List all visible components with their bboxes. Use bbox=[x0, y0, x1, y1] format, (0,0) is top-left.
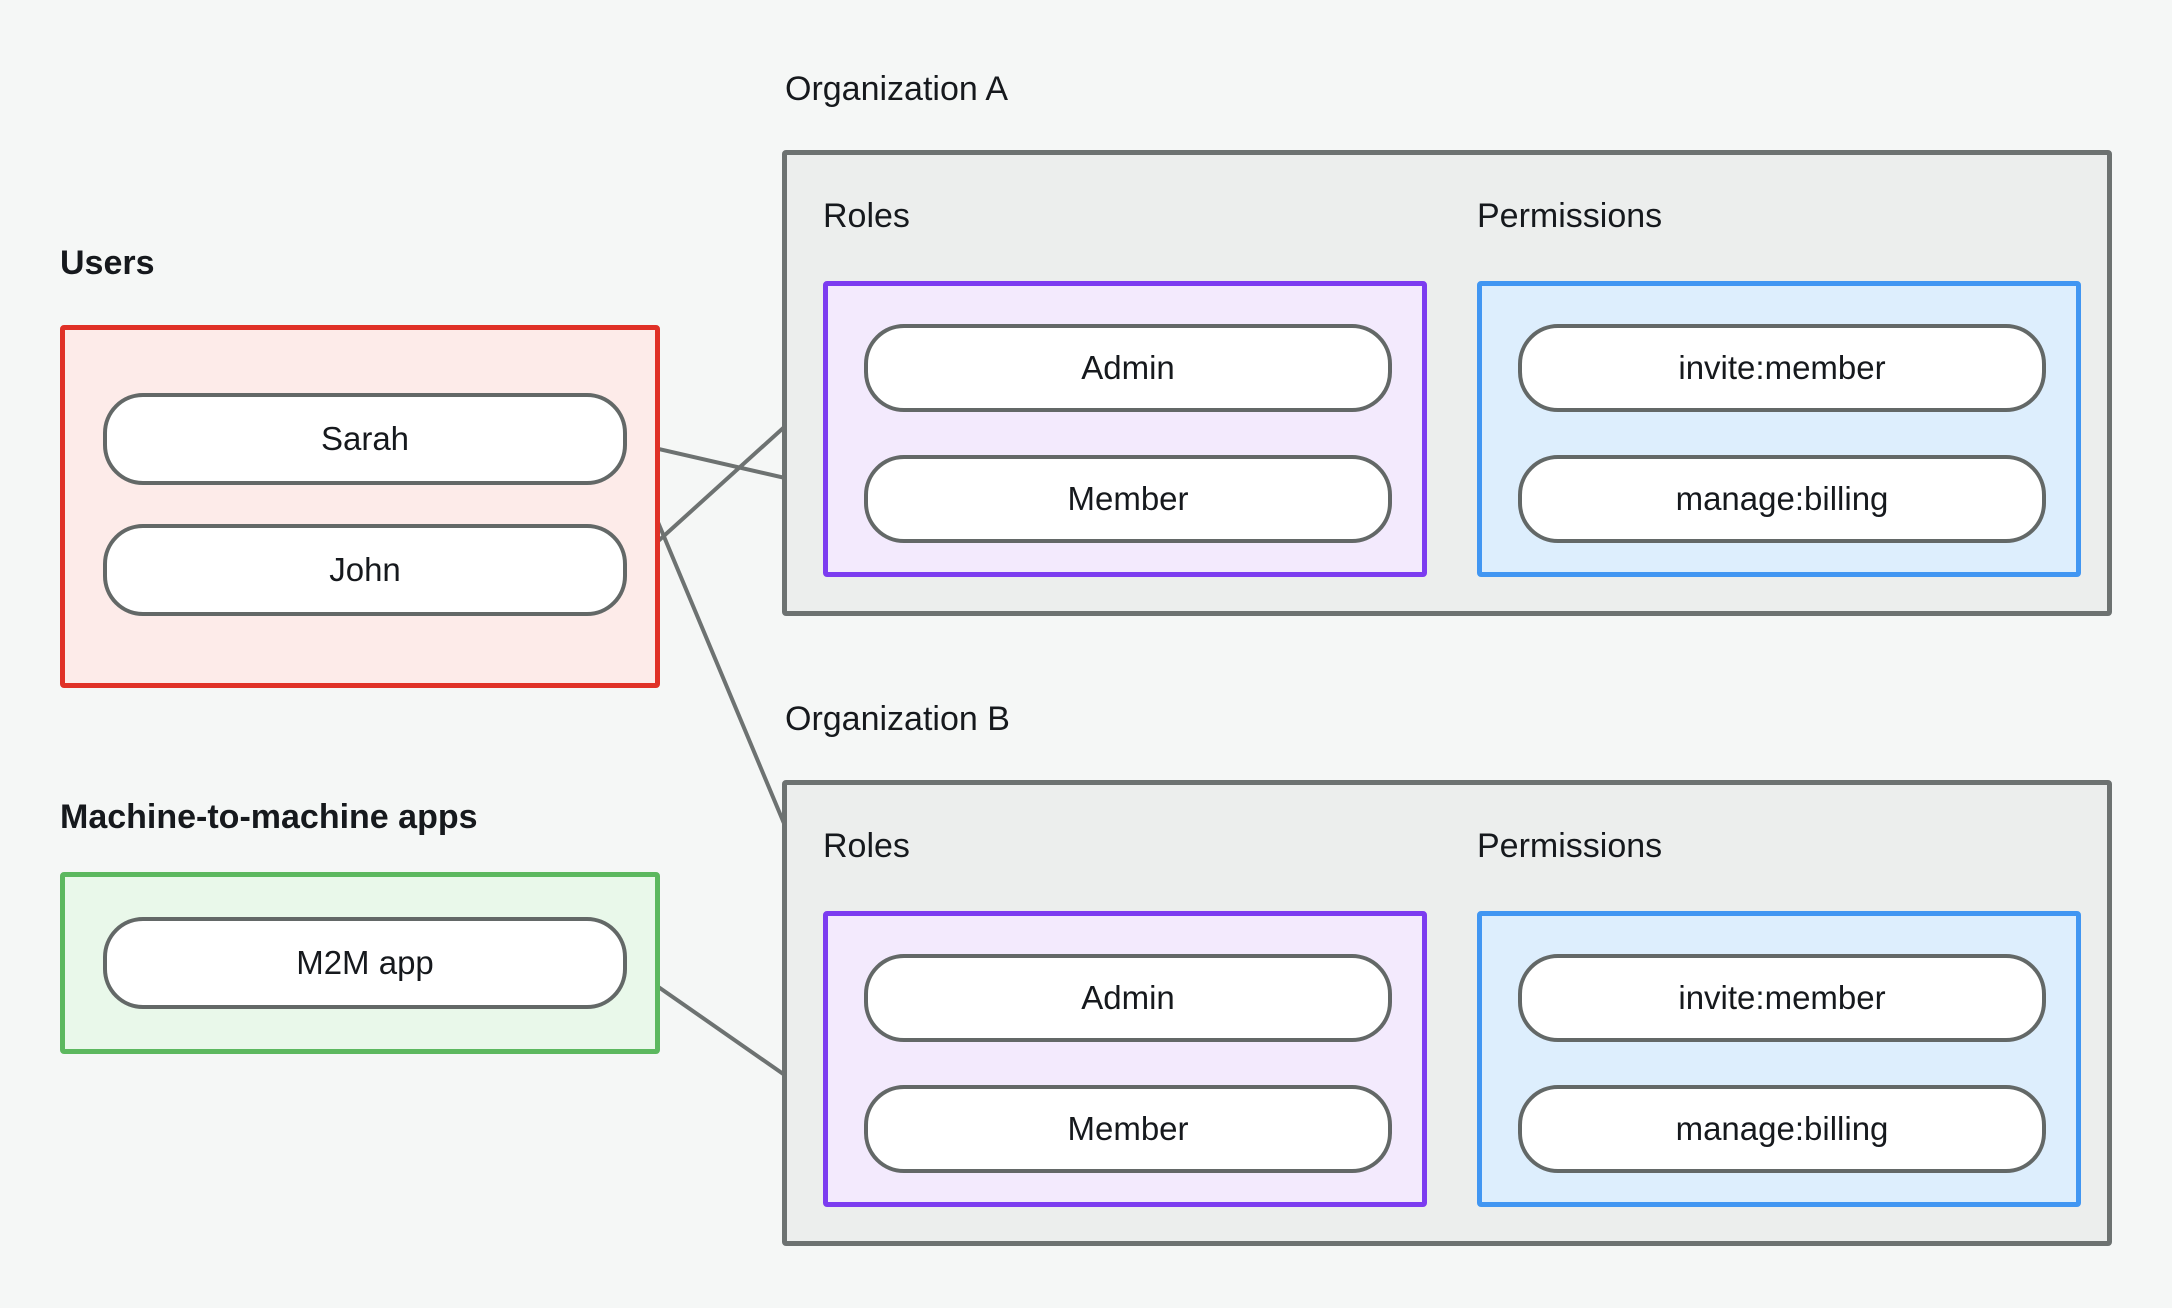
m2m-group-box[interactable]: M2M app bbox=[60, 872, 660, 1054]
users-group-caption: Users bbox=[60, 244, 155, 282]
users-group-box[interactable]: Sarah John bbox=[60, 325, 660, 688]
org-a-permissions-label: Permissions bbox=[1477, 197, 1663, 235]
org-b-permissions-box[interactable]: invite:member manage:billing bbox=[1477, 911, 2081, 1207]
org-b-permissions-label: Permissions bbox=[1477, 827, 1663, 865]
org-a-permission-invite-member[interactable]: invite:member bbox=[1518, 324, 2046, 412]
org-a-roles-box[interactable]: Admin Member bbox=[823, 281, 1427, 577]
org-b-caption: Organization B bbox=[785, 700, 1010, 738]
org-a-role-member[interactable]: Member bbox=[864, 455, 1392, 543]
user-node-sarah[interactable]: Sarah bbox=[103, 393, 627, 485]
org-a-roles-label: Roles bbox=[823, 197, 910, 235]
org-b-permission-invite-member[interactable]: invite:member bbox=[1518, 954, 2046, 1042]
m2m-group-caption: Machine-to-machine apps bbox=[60, 798, 478, 836]
org-b-role-admin[interactable]: Admin bbox=[864, 954, 1392, 1042]
org-a-role-admin[interactable]: Admin bbox=[864, 324, 1392, 412]
org-a-box[interactable]: Roles Permissions Admin Member invite:me… bbox=[782, 150, 2112, 616]
org-b-box[interactable]: Roles Permissions Admin Member invite:me… bbox=[782, 780, 2112, 1246]
org-b-role-member[interactable]: Member bbox=[864, 1085, 1392, 1173]
user-node-john[interactable]: John bbox=[103, 524, 627, 616]
org-b-roles-box[interactable]: Admin Member bbox=[823, 911, 1427, 1207]
org-a-permissions-box[interactable]: invite:member manage:billing bbox=[1477, 281, 2081, 577]
org-b-permission-manage-billing[interactable]: manage:billing bbox=[1518, 1085, 2046, 1173]
m2m-node-app[interactable]: M2M app bbox=[103, 917, 627, 1009]
org-a-permission-manage-billing[interactable]: manage:billing bbox=[1518, 455, 2046, 543]
org-a-caption: Organization A bbox=[785, 70, 1009, 108]
org-b-roles-label: Roles bbox=[823, 827, 910, 865]
